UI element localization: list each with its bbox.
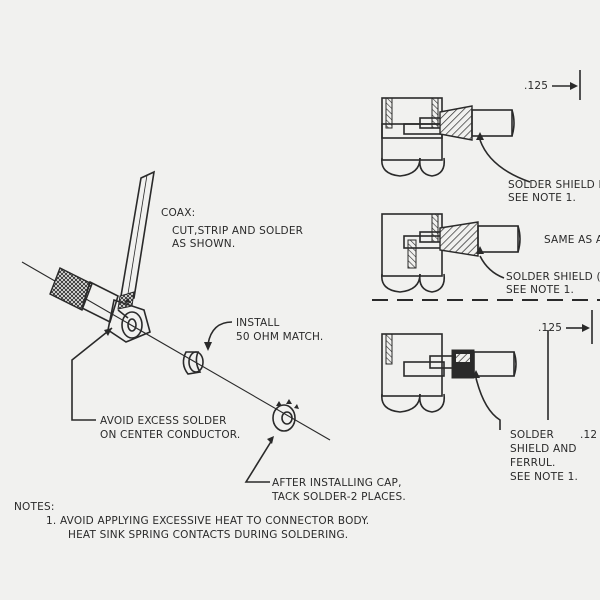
- leader-after: [244, 439, 273, 483]
- solder-note-3-line2: SHIELD AND: [510, 443, 577, 455]
- dimension-bottom: .12: [580, 429, 597, 441]
- solder-note-1-line2: SEE NOTE 1.: [508, 192, 576, 204]
- connector-body: [49, 267, 151, 343]
- coax-instruction-line2: AS SHOWN.: [172, 238, 235, 250]
- notes-title: NOTES:: [14, 501, 55, 513]
- solder-note-2-line2: SEE NOTE 1.: [506, 284, 574, 296]
- isometric-connector-assembly: [21, 170, 331, 483]
- detail-view-2: [381, 213, 521, 293]
- detail-view-1: [381, 70, 581, 183]
- solder-note-3-line1: SOLDER: [510, 429, 554, 441]
- solder-note-3-line3: FERRUL.: [510, 457, 556, 469]
- same-as-label: SAME AS A: [544, 234, 600, 246]
- note-1-line2: HEAT SINK SPRING CONTACTS DURING SOLDERI…: [68, 529, 348, 541]
- note-1-line1: 1. AVOID APPLYING EXCESSIVE HEAT TO CONN…: [46, 515, 369, 527]
- after-cap-line2: TACK SOLDER-2 PLACES.: [271, 491, 406, 503]
- dimension-top: .125: [524, 80, 548, 92]
- coax-cable: [117, 170, 156, 310]
- solder-note-2-line1: SOLDER SHIELD (: [506, 271, 600, 283]
- coax-title: COAX:: [161, 207, 195, 219]
- connector-cap: [272, 399, 299, 432]
- solder-note-1-line1: SOLDER SHIELD IN: [508, 179, 600, 191]
- avoid-solder-line1: AVOID EXCESS SOLDER: [100, 415, 227, 427]
- coax-instruction-line1: CUT,STRIP AND SOLDER: [172, 225, 303, 237]
- avoid-solder-line2: ON CENTER CONDUCTOR.: [100, 429, 240, 441]
- leader-avoid: [71, 327, 113, 421]
- install-label-line1: INSTALL: [236, 317, 280, 329]
- install-label-line2: 50 OHM MATCH.: [236, 331, 323, 343]
- dimension-middle: .125: [538, 322, 562, 334]
- after-cap-line1: AFTER INSTALLING CAP,: [272, 477, 402, 489]
- match-sleeve: [182, 351, 204, 375]
- solder-note-3-line4: SEE NOTE 1.: [510, 471, 578, 483]
- detail-view-3: [381, 310, 593, 430]
- leader-install: [207, 321, 233, 345]
